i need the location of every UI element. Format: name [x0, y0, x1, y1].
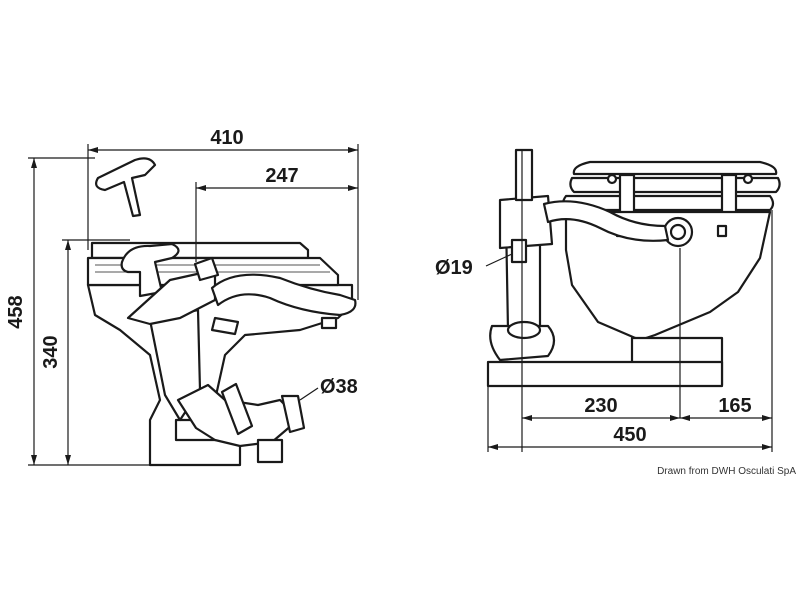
arrowhead [65, 240, 71, 250]
front-pump-handle [120, 242, 180, 298]
front-outlet-stub [256, 438, 284, 464]
dim-label-165: 165 [718, 395, 751, 417]
dim-label-450: 450 [613, 424, 646, 446]
hose-connector-inner [669, 223, 687, 241]
front-hose-clip [320, 316, 338, 330]
arrowhead [680, 415, 690, 421]
side-pump-lever [514, 148, 534, 202]
arrowhead [488, 444, 498, 450]
dim-label-230: 230 [584, 395, 617, 417]
side-view: 230 165 450 Ø19 [435, 148, 781, 452]
hinge-post [618, 173, 636, 217]
hinge-bolt [742, 173, 754, 185]
base-plate [486, 360, 724, 388]
arrowhead [31, 455, 37, 465]
rim-bolt [716, 224, 728, 238]
front-valve-clip [210, 316, 240, 336]
arrowhead [670, 415, 680, 421]
leader-line-19 [485, 253, 513, 267]
side-pump-valve [510, 238, 528, 264]
arrowhead [522, 415, 532, 421]
arrowhead [348, 185, 358, 191]
dim-label-410: 410 [210, 127, 243, 149]
hinge-post [720, 173, 738, 217]
hinge-bolt [606, 173, 618, 185]
arrowhead [762, 444, 772, 450]
side-hose [542, 200, 670, 242]
front-pump-head [126, 268, 217, 326]
front-outlet-spigot [280, 394, 306, 434]
dim-label-458: 458 [5, 295, 27, 328]
pump-cap-top [506, 320, 542, 340]
credit-text: Drawn from DWH Osculati SpA [657, 466, 796, 477]
dim-label-38: Ø38 [320, 376, 358, 398]
leader-line-38 [299, 387, 319, 401]
arrowhead [88, 147, 98, 153]
arrowhead [31, 158, 37, 168]
side-lid-top [572, 160, 778, 176]
arrowhead [196, 185, 206, 191]
front-hose [210, 273, 357, 317]
front-pump-valve [193, 256, 220, 282]
front-view: 410 247 458 340 Ø38 [5, 127, 359, 467]
front-outlet-flange [220, 382, 254, 436]
front-pump-handle-raised [95, 157, 157, 218]
side-bowl [564, 210, 772, 342]
arrowhead [348, 147, 358, 153]
dim-label-247: 247 [265, 165, 298, 187]
arrowhead [65, 455, 71, 465]
arrowhead [762, 415, 772, 421]
dim-label-19: Ø19 [435, 257, 473, 279]
dim-label-340: 340 [40, 335, 62, 368]
